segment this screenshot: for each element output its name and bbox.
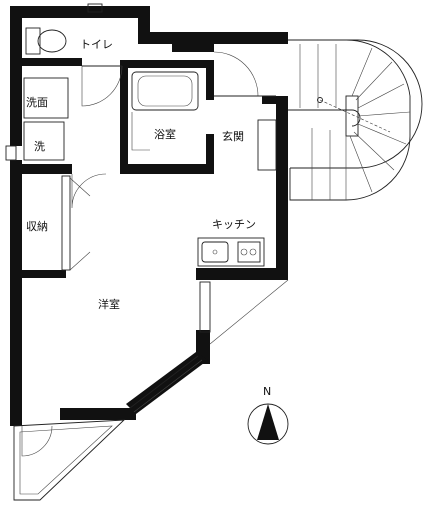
window-diagonal: [129, 355, 199, 409]
bath-door: [131, 112, 150, 151]
stair-direction: [319, 99, 391, 133]
walls: [10, 6, 288, 426]
wall-toilet-bottom: [22, 58, 82, 66]
stair-spiral: [288, 39, 423, 201]
stair-tread: [357, 123, 407, 145]
bathtub-inner: [137, 75, 193, 107]
compass-north-label: N: [263, 385, 271, 398]
window-diagonal-inner: [133, 359, 203, 413]
balcony-inner: [19, 425, 113, 495]
wall-bath-right-lower: [206, 134, 214, 174]
kitchen-counter: [197, 237, 265, 267]
wall-right: [276, 96, 288, 280]
label-toilet: トイレ: [80, 38, 113, 51]
label-laundry: 洗: [34, 140, 45, 153]
balcony: [13, 419, 126, 501]
laundry-space: [23, 121, 65, 161]
label-storage: 収納: [26, 220, 48, 233]
wall-storage-bottom: [22, 270, 66, 278]
stair-outline-top: [288, 39, 423, 169]
wash-door-swing: [71, 173, 107, 209]
wall-top: [10, 6, 150, 18]
label-bathroom: 浴室: [154, 127, 176, 141]
wall-kitchen-bottom: [196, 268, 288, 280]
stair-tread: [357, 83, 405, 109]
wall-hall-stub: [172, 44, 214, 52]
wall-diagonal: [126, 352, 208, 414]
wall-top-hall: [138, 32, 288, 44]
stair-tread: [351, 47, 373, 97]
stair-tread: [355, 61, 393, 101]
wall-wash-bottom: [22, 164, 72, 174]
window-small: [5, 145, 17, 161]
shoe-cabinet: [257, 119, 277, 171]
wall-left-upper: [10, 6, 22, 146]
stair-start-dot: [317, 97, 323, 103]
wall-bottom: [60, 408, 136, 420]
wall-bath-bottom: [120, 164, 214, 174]
toilet-vent: [87, 3, 103, 13]
wall-bottom-left: [10, 410, 22, 426]
sink-drain: [212, 249, 218, 255]
toilet-door-swing: [81, 65, 123, 107]
burner-1: [240, 248, 248, 256]
stair-tread: [357, 111, 411, 117]
stair-core: [345, 95, 359, 137]
kitchen-sink: [201, 241, 229, 263]
bathtub: [131, 71, 199, 111]
wall-entrance-top: [262, 96, 288, 104]
wall-bath-right-upper: [206, 60, 214, 100]
stove: [237, 241, 261, 263]
label-entrance: 玄関: [222, 129, 244, 143]
balcony-rail-diagonal: [209, 279, 289, 345]
label-washroom: 洗面: [26, 96, 48, 109]
stair-tread: [353, 131, 395, 171]
burner-2: [249, 248, 257, 256]
stair-core-top: [288, 109, 361, 127]
compass-arrow-icon: [257, 404, 279, 440]
washbasin-counter: [23, 77, 69, 119]
toilet-fixture: [25, 3, 103, 55]
label-kitchen: キッチン: [212, 218, 256, 231]
kitchen-shelf: [199, 281, 211, 333]
storage-door-swing: [69, 177, 91, 271]
label-western-room: 洋室: [98, 297, 120, 311]
stair-tread: [349, 135, 373, 193]
wall-bath-top: [124, 60, 214, 68]
stair-outline: [289, 39, 411, 201]
balcony-door-swing: [21, 425, 53, 457]
wall-left-lower: [10, 160, 22, 422]
compass: N: [247, 385, 289, 445]
toilet-bowl: [37, 29, 67, 53]
toilet-tank: [25, 27, 41, 55]
storage-door: [61, 175, 71, 271]
wall-bath-left: [120, 60, 128, 172]
entrance-door-swing: [213, 51, 259, 97]
